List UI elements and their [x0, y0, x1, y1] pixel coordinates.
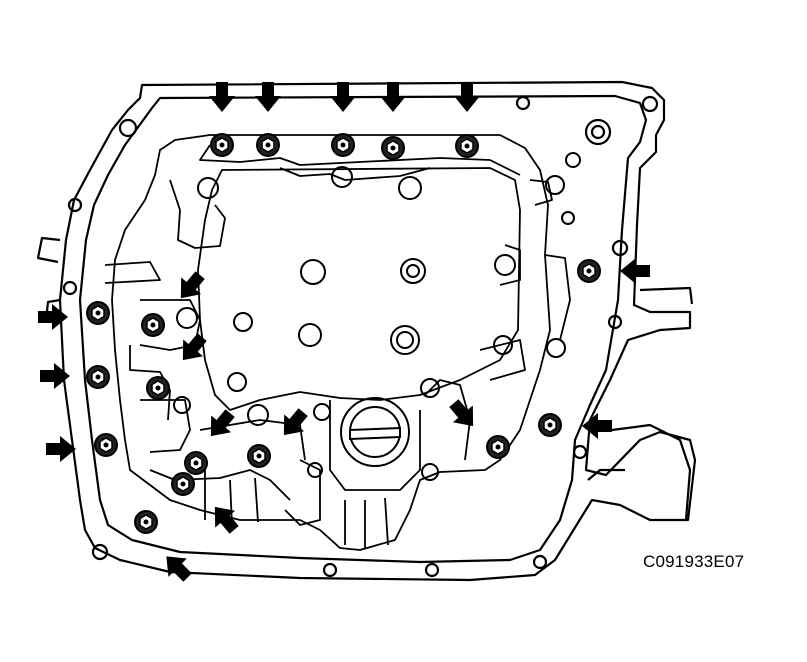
- hex-bolt-icon: [141, 313, 165, 337]
- hex-bolt-icon: [486, 435, 510, 459]
- arrow-icon: [454, 82, 480, 112]
- hex-bolt-icon: [381, 136, 405, 160]
- arrow-icon: [255, 82, 281, 112]
- arrow-icon: [38, 304, 68, 330]
- hex-bolt-icon: [538, 413, 562, 437]
- hex-bolt-icon: [134, 510, 158, 534]
- arrow-icon: [204, 498, 245, 539]
- hex-bolt-icon: [86, 301, 110, 325]
- arrow-icon: [443, 394, 484, 435]
- arrow-icon: [582, 413, 612, 439]
- hex-bolt-icon: [94, 433, 118, 457]
- hex-bolt-icon: [577, 259, 601, 283]
- hex-bolt-icon: [247, 444, 271, 468]
- bolts: [86, 133, 601, 534]
- hex-bolt-icon: [256, 133, 280, 157]
- hex-bolt-icon: [455, 134, 479, 158]
- arrow-icon: [209, 82, 235, 112]
- hex-bolt-icon: [171, 472, 195, 496]
- arrow-icon: [380, 82, 406, 112]
- hex-bolt-icon: [331, 133, 355, 157]
- hex-bolt-icon: [86, 365, 110, 389]
- filler-plug: [340, 397, 410, 467]
- arrows: [38, 82, 650, 587]
- hex-bolt-icon: [210, 133, 234, 157]
- arrow-icon: [330, 82, 356, 112]
- hex-bolt-icon: [184, 451, 208, 475]
- hex-bolt-icon: [146, 376, 170, 400]
- passage-holes: [173, 152, 581, 481]
- figure-reference-code: C091933E07: [643, 552, 745, 571]
- arrow-icon: [273, 403, 314, 444]
- case-outline: [36, 80, 697, 582]
- arrow-icon: [620, 258, 650, 284]
- valve-body-outline: [104, 134, 571, 551]
